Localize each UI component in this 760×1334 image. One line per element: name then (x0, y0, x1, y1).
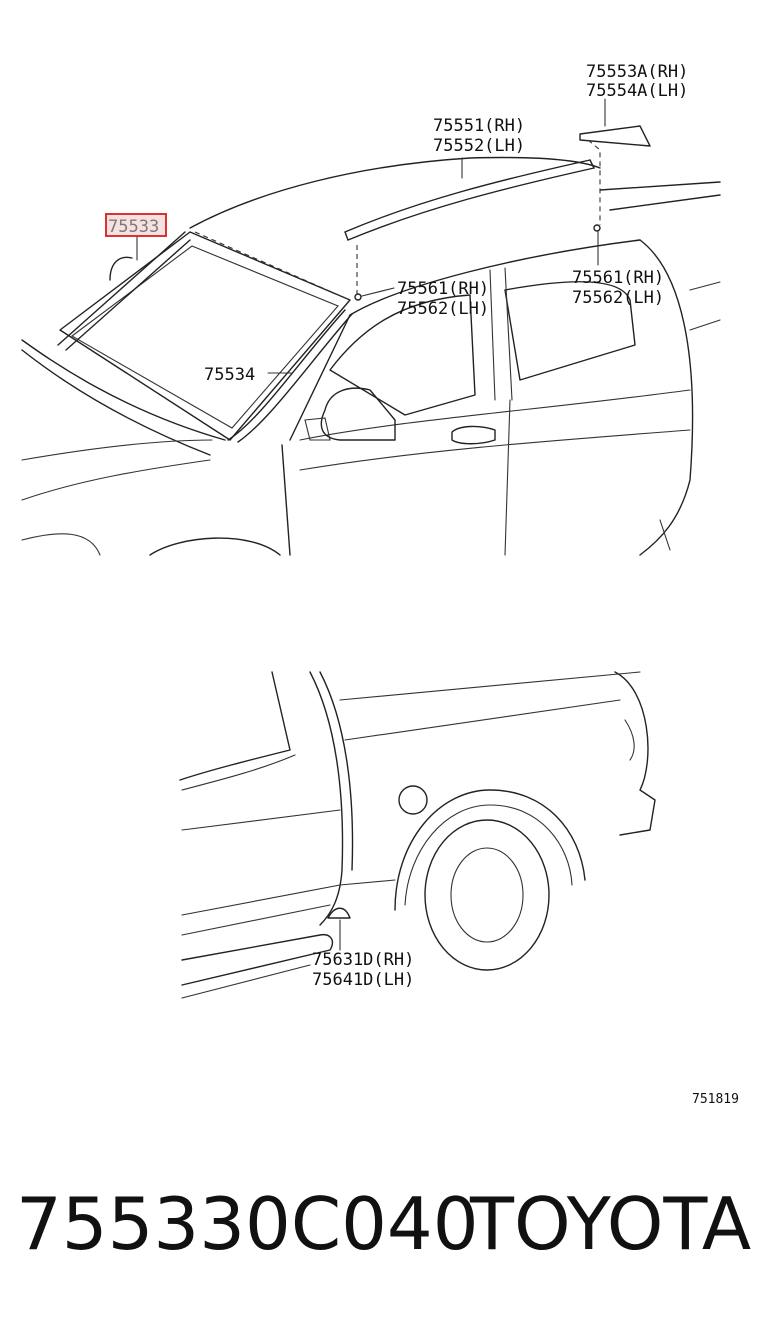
label-75631d: 75631D(RH) (312, 950, 414, 970)
diagram-code: 751819 (692, 1092, 739, 1107)
label-75562-rear: 75562(LH) (572, 288, 664, 308)
part-number: 755330C040 (16, 1182, 479, 1266)
brand-name: TOYOTA (470, 1182, 752, 1266)
upper-vehicle-drawing (21, 125, 721, 556)
label-75534: 75534 (204, 365, 255, 385)
label-75561-front: 75561(RH) (397, 279, 489, 299)
label-75553a: 75553A(RH) (586, 62, 688, 82)
label-75561-rear: 75561(RH) (572, 268, 664, 288)
label-75533[interactable]: 75533 (108, 217, 159, 237)
upper-leader-lines (136, 98, 606, 374)
label-75554a: 75554A(LH) (586, 81, 688, 101)
lower-vehicle-drawing (179, 671, 656, 999)
label-75641d: 75641D(LH) (312, 970, 414, 990)
label-75552: 75552(LH) (433, 136, 525, 156)
label-75562-front: 75562(LH) (397, 299, 489, 319)
highlight-box-75533 (105, 213, 167, 237)
label-75551: 75551(RH) (433, 116, 525, 136)
